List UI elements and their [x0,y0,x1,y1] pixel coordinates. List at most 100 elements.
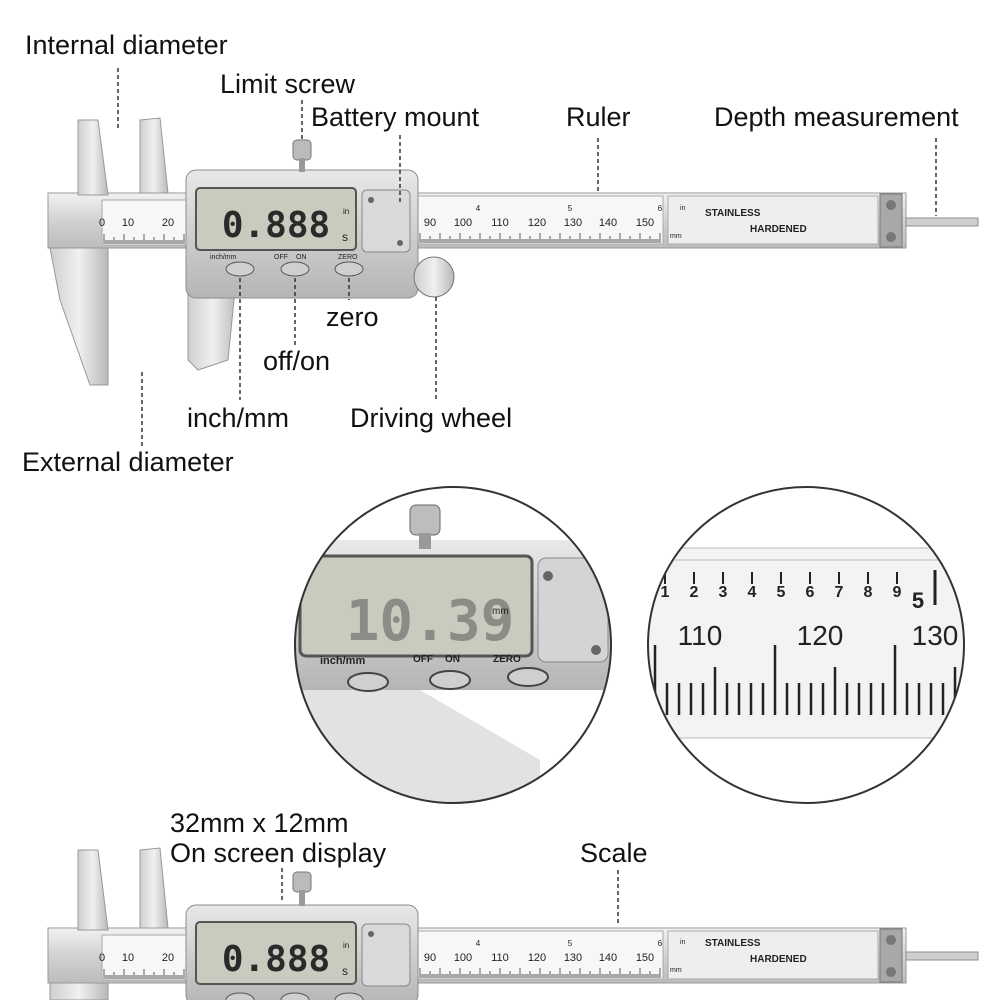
bottom-scale-unit-mm: mm [670,967,682,974]
label-depth-measurement: Depth measurement [714,102,959,132]
stainless-text: STAINLESS [705,208,761,219]
lcd-unit-in: in [343,207,349,216]
end-cap-screw [886,232,896,242]
label-battery-mount: Battery mount [311,102,480,132]
bottom-hardened-text: HARDENED [750,954,807,965]
right-scale-number: 100 [454,217,472,229]
label-internal-diameter: Internal diameter [25,30,228,60]
label-inch-mm: inch/mm [187,403,290,433]
lcd-value: 0.888 [222,205,330,246]
label-scale: Scale [580,838,648,868]
bottom-lcd-unit-in: in [343,941,349,950]
caliper-top: 0 10 20 90 100 110 120 130 140 150 4 5 6 [47,117,979,386]
bottom-lcd-value: 0.888 [222,939,330,980]
stainless-panel [667,195,879,245]
label-external-diameter: External diameter [22,447,234,477]
zoom-btn-off: OFF [413,654,433,665]
zoom-btn-on: ON [445,654,460,665]
left-scale-number: 20 [162,952,174,964]
zoom-display [295,487,611,803]
right-scale-number: 100 [454,952,472,964]
btn-zero-label: ZERO [338,254,358,261]
btn-inch-mm-label: inch/mm [210,254,237,261]
bottom-stainless-text: STAINLESS [705,938,761,949]
right-scale-number: 90 [424,952,436,964]
zoom-btn-inch-mm: inch/mm [320,655,365,667]
label-display-size: 32mm x 12mm [170,808,349,838]
hardened-text: HARDENED [750,224,807,235]
inch-scale-number: 6 [658,204,663,213]
battery-cover [361,189,411,253]
zoom-inch-number: 5 [777,584,786,601]
right-scale-number: 120 [528,217,546,229]
leader-lines-bottom [281,868,619,925]
right-scale-number: 150 [636,952,654,964]
battery-screw [397,240,403,246]
zoom-circle-right [647,486,965,804]
zoom-inch-number: 4 [748,584,757,601]
bottom-lcd-unit-s: s [342,964,348,978]
left-scale-number: 0 [99,952,105,964]
lcd-unit-s: s [342,230,348,244]
label-limit-screw: Limit screw [220,69,356,99]
inch-scale-number: 5 [568,939,573,948]
zoom-lcd-unit: mm [492,606,509,617]
limit-screw [292,139,312,161]
scale-unit-in: in [680,205,686,212]
label-driving-wheel: Driving wheel [350,403,513,433]
left-scale-number: 20 [162,217,174,229]
bottom-scale-unit-in: in [680,939,686,946]
zoom-inch-number: 8 [864,584,873,601]
inch-scale-number: 4 [476,939,481,948]
zoom-mm-number: 120 [797,620,844,651]
btn-off-on [280,261,310,277]
lcd-screen [195,187,357,251]
battery-screw [368,197,374,203]
btn-on-label: ON [296,254,307,261]
zoom-lcd-value: 10.39 [346,589,515,654]
right-scale-number: 90 [424,217,436,229]
label-off-on: off/on [263,346,331,376]
zoom-inch-number: 6 [806,584,815,601]
zoom-inch-number: 3 [719,584,728,601]
right-scale-number: 130 [564,952,582,964]
btn-zero [334,261,364,277]
right-scale [417,195,664,245]
zoom-circle-left [294,486,612,804]
left-scale-number: 10 [122,952,134,964]
right-scale-number: 130 [564,217,582,229]
btn-inch-mm [225,261,255,277]
label-on-screen-display: On screen display [170,838,387,868]
right-scale-number: 120 [528,952,546,964]
btn-off-label: OFF [274,254,288,261]
zoom-btn-zero: ZERO [493,654,521,665]
right-scale-number: 110 [491,217,509,229]
fixed-external-jaw [49,247,109,386]
sliding-internal-jaw [139,117,169,194]
zoom-mm-number: 130 [912,620,959,651]
fixed-internal-jaw [77,119,109,196]
depth-rod [905,217,979,227]
right-scale-number: 150 [636,217,654,229]
right-scale-number: 110 [491,952,509,964]
leader-lines-top [117,68,937,448]
zoom-inch-number: 1 [661,584,670,601]
zoom-inch-number: 9 [893,584,902,601]
zoom-mm-number: 110 [678,620,723,651]
scale-unit-mm: mm [670,233,682,240]
inch-scale-number: 4 [476,204,481,213]
left-scale-number: 0 [99,217,105,229]
label-zero: zero [326,302,379,332]
right-scale-number: 140 [599,952,617,964]
left-scale-number: 10 [122,217,134,229]
zoom-inch-number: 2 [690,584,699,601]
zoom-inch-major: 5 [912,588,924,613]
right-scale-number: 140 [599,217,617,229]
inch-scale-number: 5 [568,204,573,213]
label-ruler: Ruler [566,102,631,132]
limit-screw-thread [299,158,305,172]
